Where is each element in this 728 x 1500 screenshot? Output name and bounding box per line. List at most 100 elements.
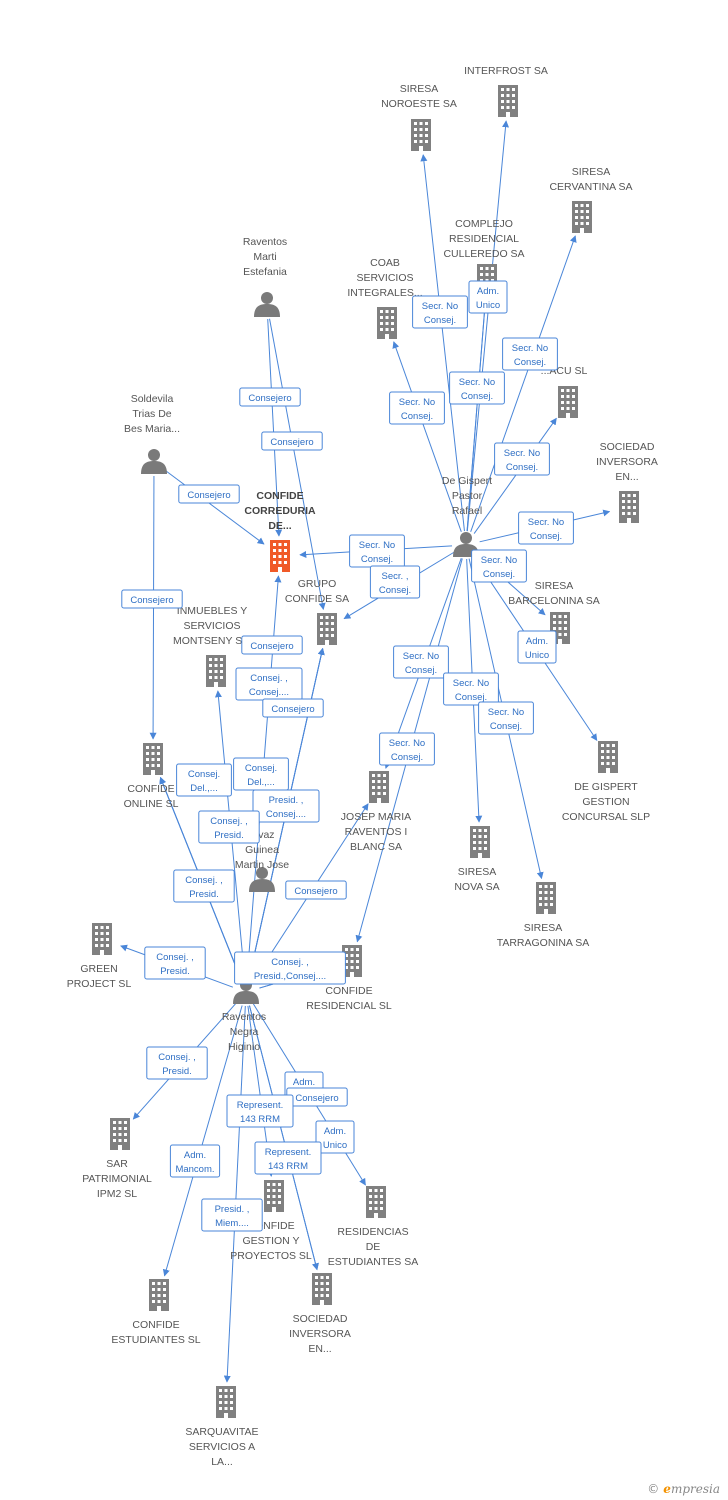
node-siresa_noroeste[interactable]: [411, 119, 431, 151]
edge-label[interactable]: Consejero: [241, 635, 303, 655]
edge-label-box: [412, 295, 468, 329]
edge-label[interactable]: Adm.Unico: [517, 630, 557, 664]
edge-label[interactable]: Consej.Del.,...: [233, 757, 289, 791]
edge-label[interactable]: Consejero: [178, 484, 240, 504]
edge-label[interactable]: Adm.Unico: [468, 280, 508, 314]
node-main[interactable]: [270, 540, 290, 572]
node-residencias[interactable]: [366, 1186, 386, 1218]
node-siresa_cervantina[interactable]: [572, 201, 592, 233]
edge-label-box: [502, 337, 558, 371]
edge-label-box: [468, 280, 508, 314]
person-icon: [141, 449, 167, 474]
edge-label[interactable]: Consej. ,Presid.: [144, 946, 206, 980]
node-inmuebles[interactable]: [206, 655, 226, 687]
node-soldevila[interactable]: [141, 449, 167, 474]
node-confide_estudiantes[interactable]: [149, 1279, 169, 1311]
node-sacu[interactable]: [558, 386, 578, 418]
node-grupo_confide[interactable]: [317, 613, 337, 645]
edge-label[interactable]: Represent.143 RRM: [226, 1094, 294, 1128]
building-icon: [264, 1180, 284, 1212]
node-confide_gestion[interactable]: [264, 1180, 284, 1212]
edge-label[interactable]: Consej.Del.,...: [176, 763, 232, 797]
edge-label[interactable]: Adm.Unico: [315, 1120, 355, 1154]
edge-label[interactable]: Consejero: [262, 698, 324, 718]
edge-label[interactable]: Consejero: [261, 431, 323, 451]
edge-label[interactable]: Consej. ,Presid.,Consej....: [234, 951, 346, 985]
node-gispert_gestion[interactable]: [598, 741, 618, 773]
building-icon: [110, 1118, 130, 1150]
node-interfrost[interactable]: [498, 85, 518, 117]
node-confide_online[interactable]: [143, 743, 163, 775]
node-sar[interactable]: [110, 1118, 130, 1150]
node-raventos_marti[interactable]: [254, 292, 280, 317]
node-sociedad_inv2[interactable]: [312, 1273, 332, 1305]
node-siresa_tarragonina[interactable]: [536, 882, 556, 914]
node-josep_maria[interactable]: [369, 771, 389, 803]
edge-label[interactable]: Presid. ,Miem....: [201, 1198, 263, 1232]
edge-label[interactable]: Presid. ,Consej....: [252, 789, 320, 823]
edge-label[interactable]: Consej. ,Presid.: [146, 1046, 208, 1080]
edge-label[interactable]: Consej. ,Consej....: [235, 667, 303, 701]
edge-raventos_negra-to-sociedad_inv2: [248, 1005, 319, 1271]
node-green[interactable]: [92, 923, 112, 955]
edge-label[interactable]: Secr. ,Consej.: [369, 565, 421, 599]
edge-gispert-to-complejo: [466, 299, 489, 532]
edge-label[interactable]: Consejero: [239, 387, 301, 407]
node-sarquavitae[interactable]: [216, 1386, 236, 1418]
node-siresa_nova[interactable]: [470, 826, 490, 858]
edge-label-box: [198, 810, 260, 844]
edge-label[interactable]: Represent.143 RRM: [254, 1141, 322, 1175]
edge-label[interactable]: Consejero: [286, 1087, 348, 1107]
edge-label[interactable]: Adm.Mancom.: [169, 1144, 221, 1178]
node-label-interfrost[interactable]: INTERFROST SA: [464, 65, 548, 77]
edge-label[interactable]: Consej. ,Presid.: [198, 810, 260, 844]
edge-label[interactable]: Consej. ,Presid.: [173, 869, 235, 903]
edge-label-box: [173, 869, 235, 903]
node-sociedad_inv1[interactable]: [619, 491, 639, 523]
edge-label[interactable]: Consejero: [285, 880, 347, 900]
edge-label[interactable]: Consejero: [121, 589, 183, 609]
node-coab[interactable]: [377, 307, 397, 339]
